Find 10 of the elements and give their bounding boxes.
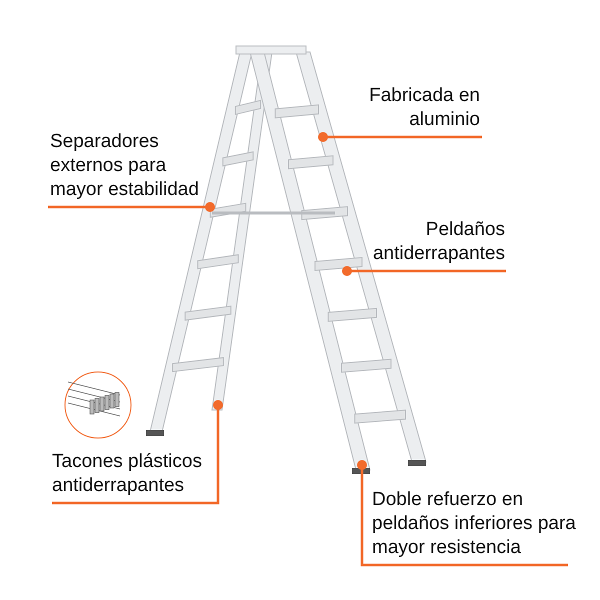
leader-line <box>342 266 506 276</box>
leader-line <box>48 202 215 212</box>
callout-text: Doble refuerzo en peldaños inferiores para mayor resistencia <box>372 488 587 560</box>
leader-line <box>357 460 568 566</box>
leader-line <box>52 400 223 504</box>
callout-text: Tacones plásticos antiderrapantes <box>52 450 252 498</box>
callout-text: Fabricada en aluminio <box>300 84 480 132</box>
callout-text: Peldaños antiderrapantes <box>330 218 505 266</box>
callout-text: Separadores externos para mayor estabilidad <box>50 130 220 202</box>
leader-line <box>318 132 482 142</box>
